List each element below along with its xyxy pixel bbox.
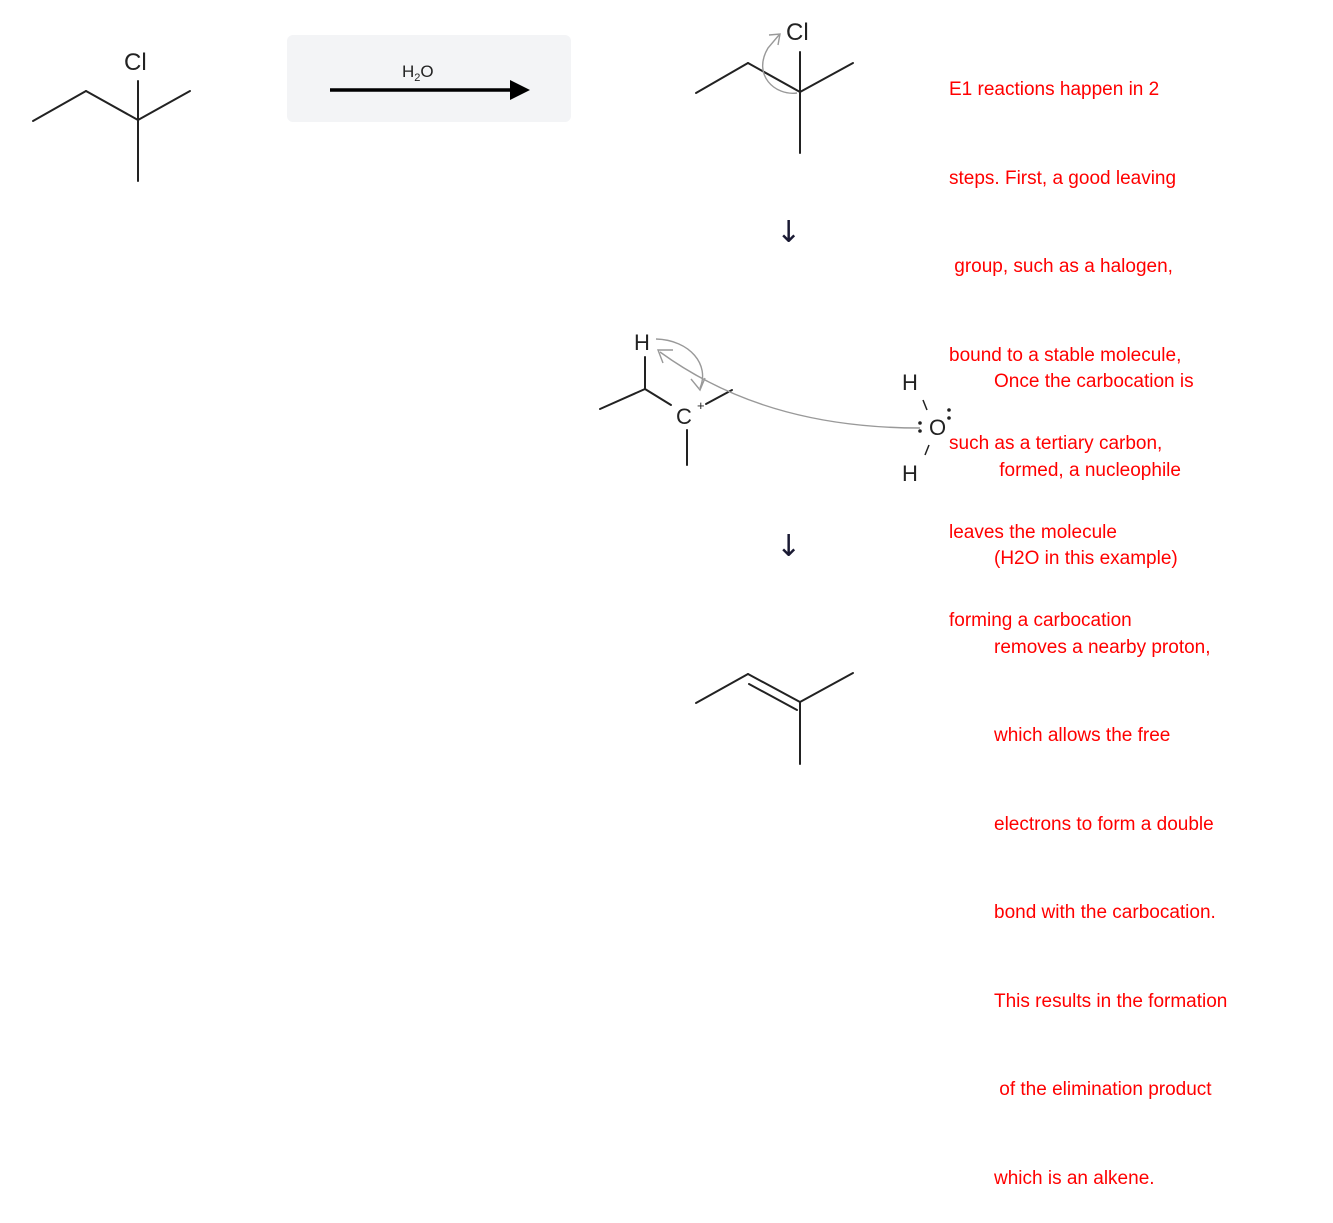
reagent-box	[287, 35, 571, 122]
note-line: removes a nearby proton,	[994, 636, 1211, 658]
note-line: which allows the free	[994, 725, 1171, 746]
proton-curved-arrow	[655, 338, 704, 389]
reaction-diagram: Cl H2O Cl H C + H O H	[32, 19, 951, 765]
carbocation-c-label: C	[676, 404, 692, 429]
svg-text:O: O	[929, 415, 946, 440]
step1-curved-arrow	[762, 34, 798, 94]
note-line: which is an alkene.	[994, 1167, 1155, 1189]
note-e1-step2: Once the carbocation is formed, a nucleo…	[994, 308, 1227, 1223]
note-line: E1 reactions happen in 2	[949, 79, 1160, 100]
note-line: of the elimination product	[994, 1079, 1212, 1100]
water-molecule: H O H	[902, 370, 951, 486]
carbocation-molecule	[599, 356, 733, 466]
carbocation-h-label: H	[634, 330, 650, 355]
svg-text:H: H	[902, 370, 918, 395]
note-line: group, such as a halogen,	[949, 256, 1173, 277]
step1-cl-label: Cl	[786, 19, 809, 46]
reactant-molecule	[32, 80, 191, 182]
note-line: This results in the formation	[994, 990, 1228, 1012]
note-line: formed, a nucleophile	[994, 459, 1181, 481]
note-line: such as a tertiary carbon,	[949, 433, 1163, 454]
note-line: Once the carbocation is	[994, 371, 1194, 392]
step2-down-arrow: ↓	[776, 529, 802, 564]
reagent-arrow	[330, 80, 530, 100]
nucleophile-curved-arrow	[659, 351, 921, 429]
note-line: steps. First, a good leaving	[949, 167, 1177, 189]
note-line: leaves the molecule	[949, 521, 1117, 543]
note-e1-step1: E1 reactions happen in 2 steps. First, a…	[949, 16, 1181, 665]
step1-molecule	[695, 51, 854, 154]
note-line: bond with the carbocation.	[994, 902, 1216, 923]
note-line: forming a carbocation	[949, 610, 1132, 631]
note-line: bound to a stable molecule,	[949, 344, 1182, 366]
note-line: electrons to form a double	[994, 813, 1214, 835]
carbocation-charge: +	[697, 398, 705, 413]
reagent-label: H2O	[402, 62, 434, 84]
product-molecule	[695, 672, 854, 765]
step1-down-arrow: ↓	[776, 215, 802, 250]
svg-text:H: H	[902, 461, 918, 486]
reactant-cl-label: Cl	[124, 49, 147, 76]
note-line: (H2O in this example)	[994, 548, 1178, 569]
